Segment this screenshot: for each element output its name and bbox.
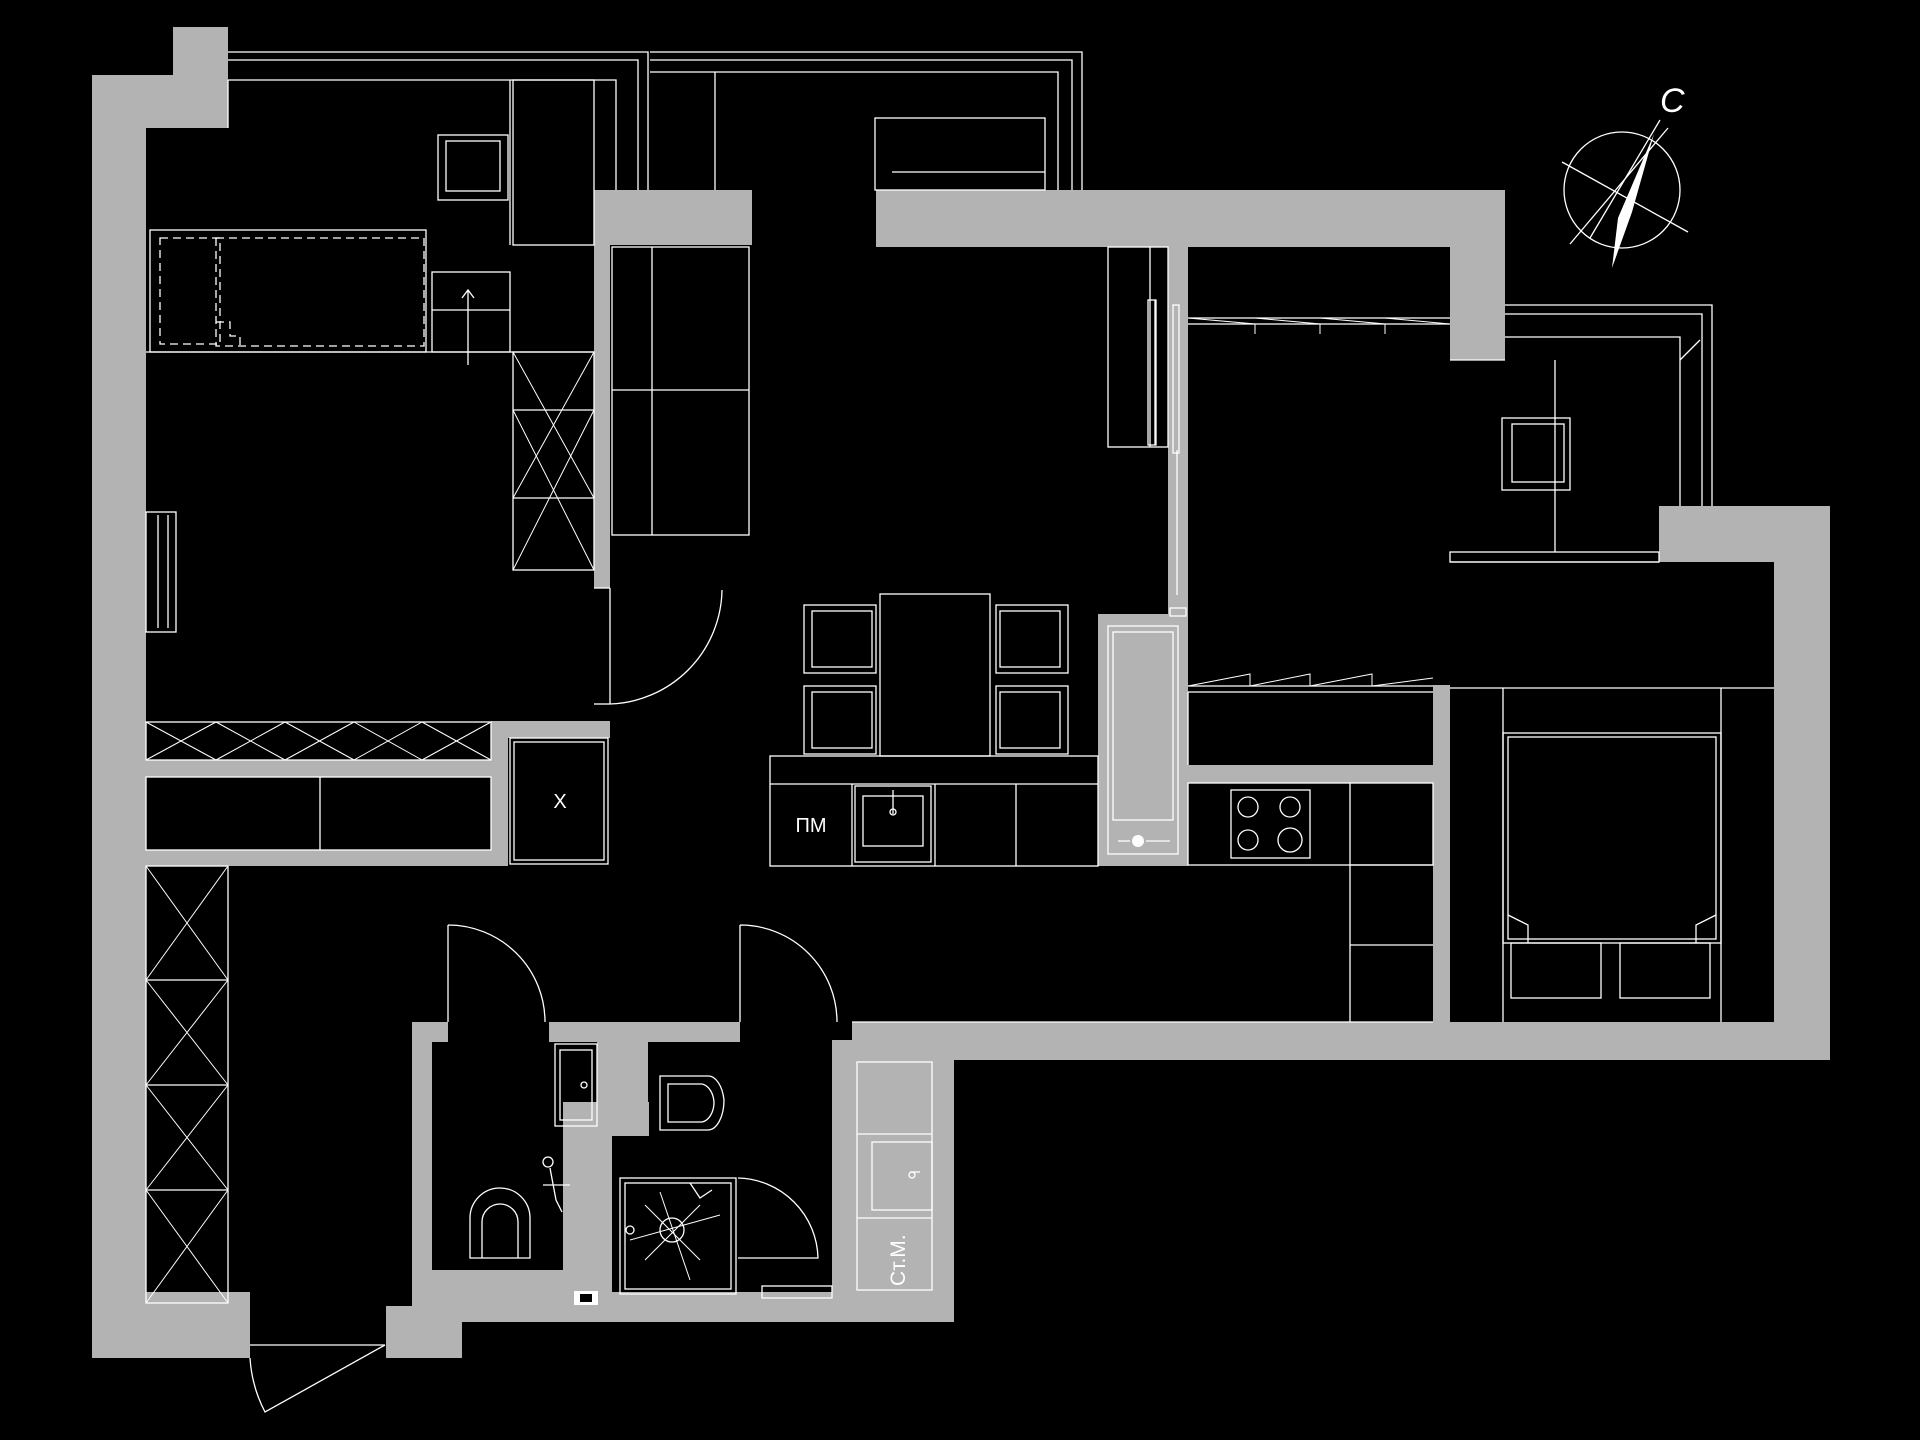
door-bathroom [447,924,546,1023]
bedroom-east [1450,417,1774,1022]
dishwasher-label: ПМ [795,815,826,837]
fridge-label: Х [553,791,566,813]
outer-wall-west [92,27,250,1358]
bathroom-divider [598,1102,649,1136]
north-label: С [1660,82,1685,120]
shower-tray [619,1177,737,1295]
toilet-bathroom [469,1187,531,1259]
wardrobe-horizontal [145,721,492,761]
door-bedroom-west [609,588,723,705]
partition-kitchen-bedroom [1433,685,1450,1025]
balcony-west [227,51,649,245]
balcony-middle [650,51,1083,191]
desk [512,79,595,246]
nightstands [1510,942,1711,999]
tv-unit [1107,246,1180,595]
dining-table [879,593,991,757]
shower-door [737,1177,819,1259]
north-arrow-icon [1612,134,1654,268]
bed-pull-out [159,237,221,345]
living-room [611,246,1451,757]
entrance-door [249,1344,386,1413]
outer-wall-east [852,506,1830,1060]
oven-column [1107,625,1179,855]
window-living-north [752,190,876,245]
bedroom-armchair [1501,417,1571,491]
shower-mixer [542,1156,570,1213]
window-bedroom1-west [145,511,177,633]
hall: Х [145,737,609,1413]
partition-fridge-west [491,721,508,866]
kitchen-column [1098,614,1433,866]
partition-bedroom1-south [146,760,491,777]
laundry-wall-east [934,1060,954,1292]
door-wc [739,924,838,1023]
bed-single [149,229,427,353]
windows [145,190,876,633]
outer-wall-north [594,190,752,588]
kitchen-sink [854,785,932,863]
partition-hall-lower [146,850,491,866]
cooktop [1230,789,1311,859]
sofa [611,246,750,536]
hall-cabinet [145,776,492,851]
double-bed [1502,732,1722,944]
kitchen-upper-doors [1187,673,1434,765]
kitchen-counter-west [769,755,1099,867]
wardrobe-vertical [512,351,595,571]
kitchen-counter-east [1187,782,1434,866]
balcony-sofa [874,117,1046,191]
laundry-wall [832,1040,854,1302]
laundry: Ст.М. [856,1061,933,1291]
walls [92,27,1830,1358]
kitchen: ПМ [769,607,1434,1023]
bedroom-west [145,79,723,761]
compass: С [1561,82,1689,268]
partition-bedroom-west [1433,1022,1450,1032]
washbasin [554,1043,598,1127]
washing-machine-label: Ст.М. [887,1234,910,1286]
bathroom [447,924,838,1305]
hall-wardrobe [145,865,229,1304]
oven-knob [1132,835,1144,847]
bath-cabinet [761,1285,833,1299]
wardrobe-doors-living [1187,317,1451,334]
laundry-sink [871,1141,933,1211]
partition-living-bedroom [1168,247,1188,614]
outer-wall-north-east [876,190,1505,360]
bathroom-walls [386,1022,954,1358]
compass-ring-icon [1563,131,1681,249]
balcony-east [1449,304,1713,563]
dining-chairs [803,604,1069,755]
toilet-wc [659,1075,725,1131]
nightstand [431,271,511,353]
fridge [509,737,609,865]
partition-fridge-north [508,721,610,738]
desk-chair [437,134,509,201]
